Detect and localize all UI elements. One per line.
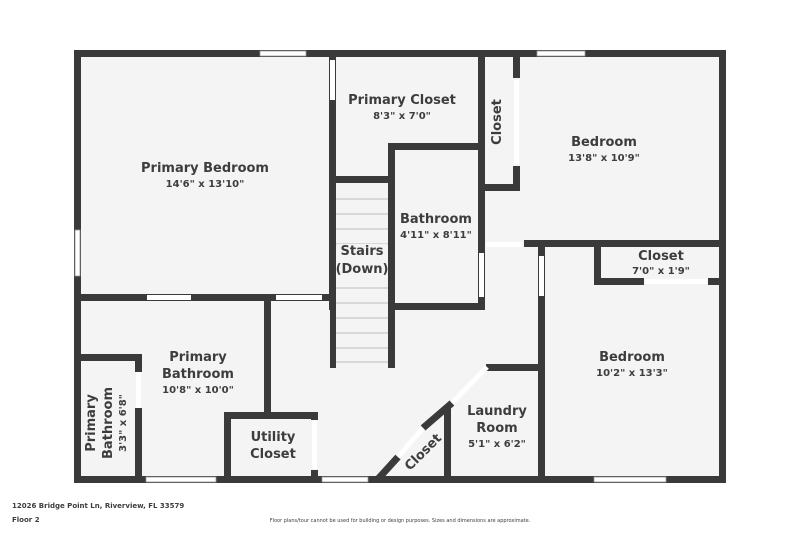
room-name: Bathroom (400, 212, 472, 227)
room-name: Laundry (467, 404, 527, 419)
room-dims: 8'3" x 7'0" (373, 111, 431, 122)
interior-walls (74, 50, 726, 483)
room-dims: 10'2" x 13'3" (596, 368, 668, 379)
room-dims: 13'8" x 10'9" (568, 153, 640, 164)
room-name: Primary (84, 394, 99, 452)
stairs-label: (Down) (336, 262, 389, 277)
room-name: Closet (490, 99, 505, 145)
room-stairs: Stairs (Down) (336, 244, 389, 280)
room-dims: 5'1" x 6'2" (468, 439, 526, 450)
room-dims: 4'11" x 8'11" (400, 230, 472, 241)
room-name: Room (476, 421, 517, 436)
room-bathroom: Bathroom 4'11" x 8'11" (400, 212, 472, 241)
floor-area (74, 50, 726, 482)
room-closet-right: Closet 7'0" x 1'9" (632, 249, 690, 277)
room-bedroom-2: Bedroom 10'2" x 13'3" (596, 350, 668, 379)
address-label: 12026 Bridge Point Ln, Riverview, FL 335… (12, 502, 185, 510)
room-name: Primary (169, 350, 227, 365)
room-name: Bathroom (101, 387, 116, 459)
room-name: Primary Closet (348, 93, 456, 108)
windows (74, 50, 667, 483)
room-closet-top: Closet (490, 99, 505, 145)
room-name: Utility (251, 430, 296, 445)
room-name: Bedroom (571, 135, 637, 150)
room-dims: 10'8" x 10'0" (162, 385, 234, 396)
room-laundry: Laundry Room 5'1" x 6'2" (467, 404, 527, 450)
room-name: Closet (250, 447, 296, 462)
room-primary-bathroom-small: Primary Bathroom 3'3" x 6'8" (84, 387, 129, 459)
stairs-label: Stairs (341, 244, 384, 259)
room-primary-bedroom: Primary Bedroom 14'6" x 13'10" (141, 161, 269, 190)
room-name: Primary Bedroom (141, 161, 269, 176)
room-name: Bathroom (162, 367, 234, 382)
room-dims: 14'6" x 13'10" (166, 179, 245, 190)
room-primary-bathroom: Primary Bathroom 10'8" x 10'0" (162, 350, 234, 396)
room-bedroom-1: Bedroom 13'8" x 10'9" (568, 135, 640, 164)
room-primary-closet: Primary Closet 8'3" x 7'0" (348, 93, 456, 122)
room-name: Bedroom (599, 350, 665, 365)
floor-label: Floor 2 (12, 516, 40, 524)
room-name: Closet (638, 249, 684, 264)
room-dims: 7'0" x 1'9" (632, 266, 690, 277)
room-utility-closet: Utility Closet (250, 430, 296, 462)
door-openings (136, 60, 707, 469)
room-dims: 3'3" x 6'8" (118, 394, 129, 452)
disclaimer: Floor plans/tour cannot be used for buil… (269, 518, 531, 524)
